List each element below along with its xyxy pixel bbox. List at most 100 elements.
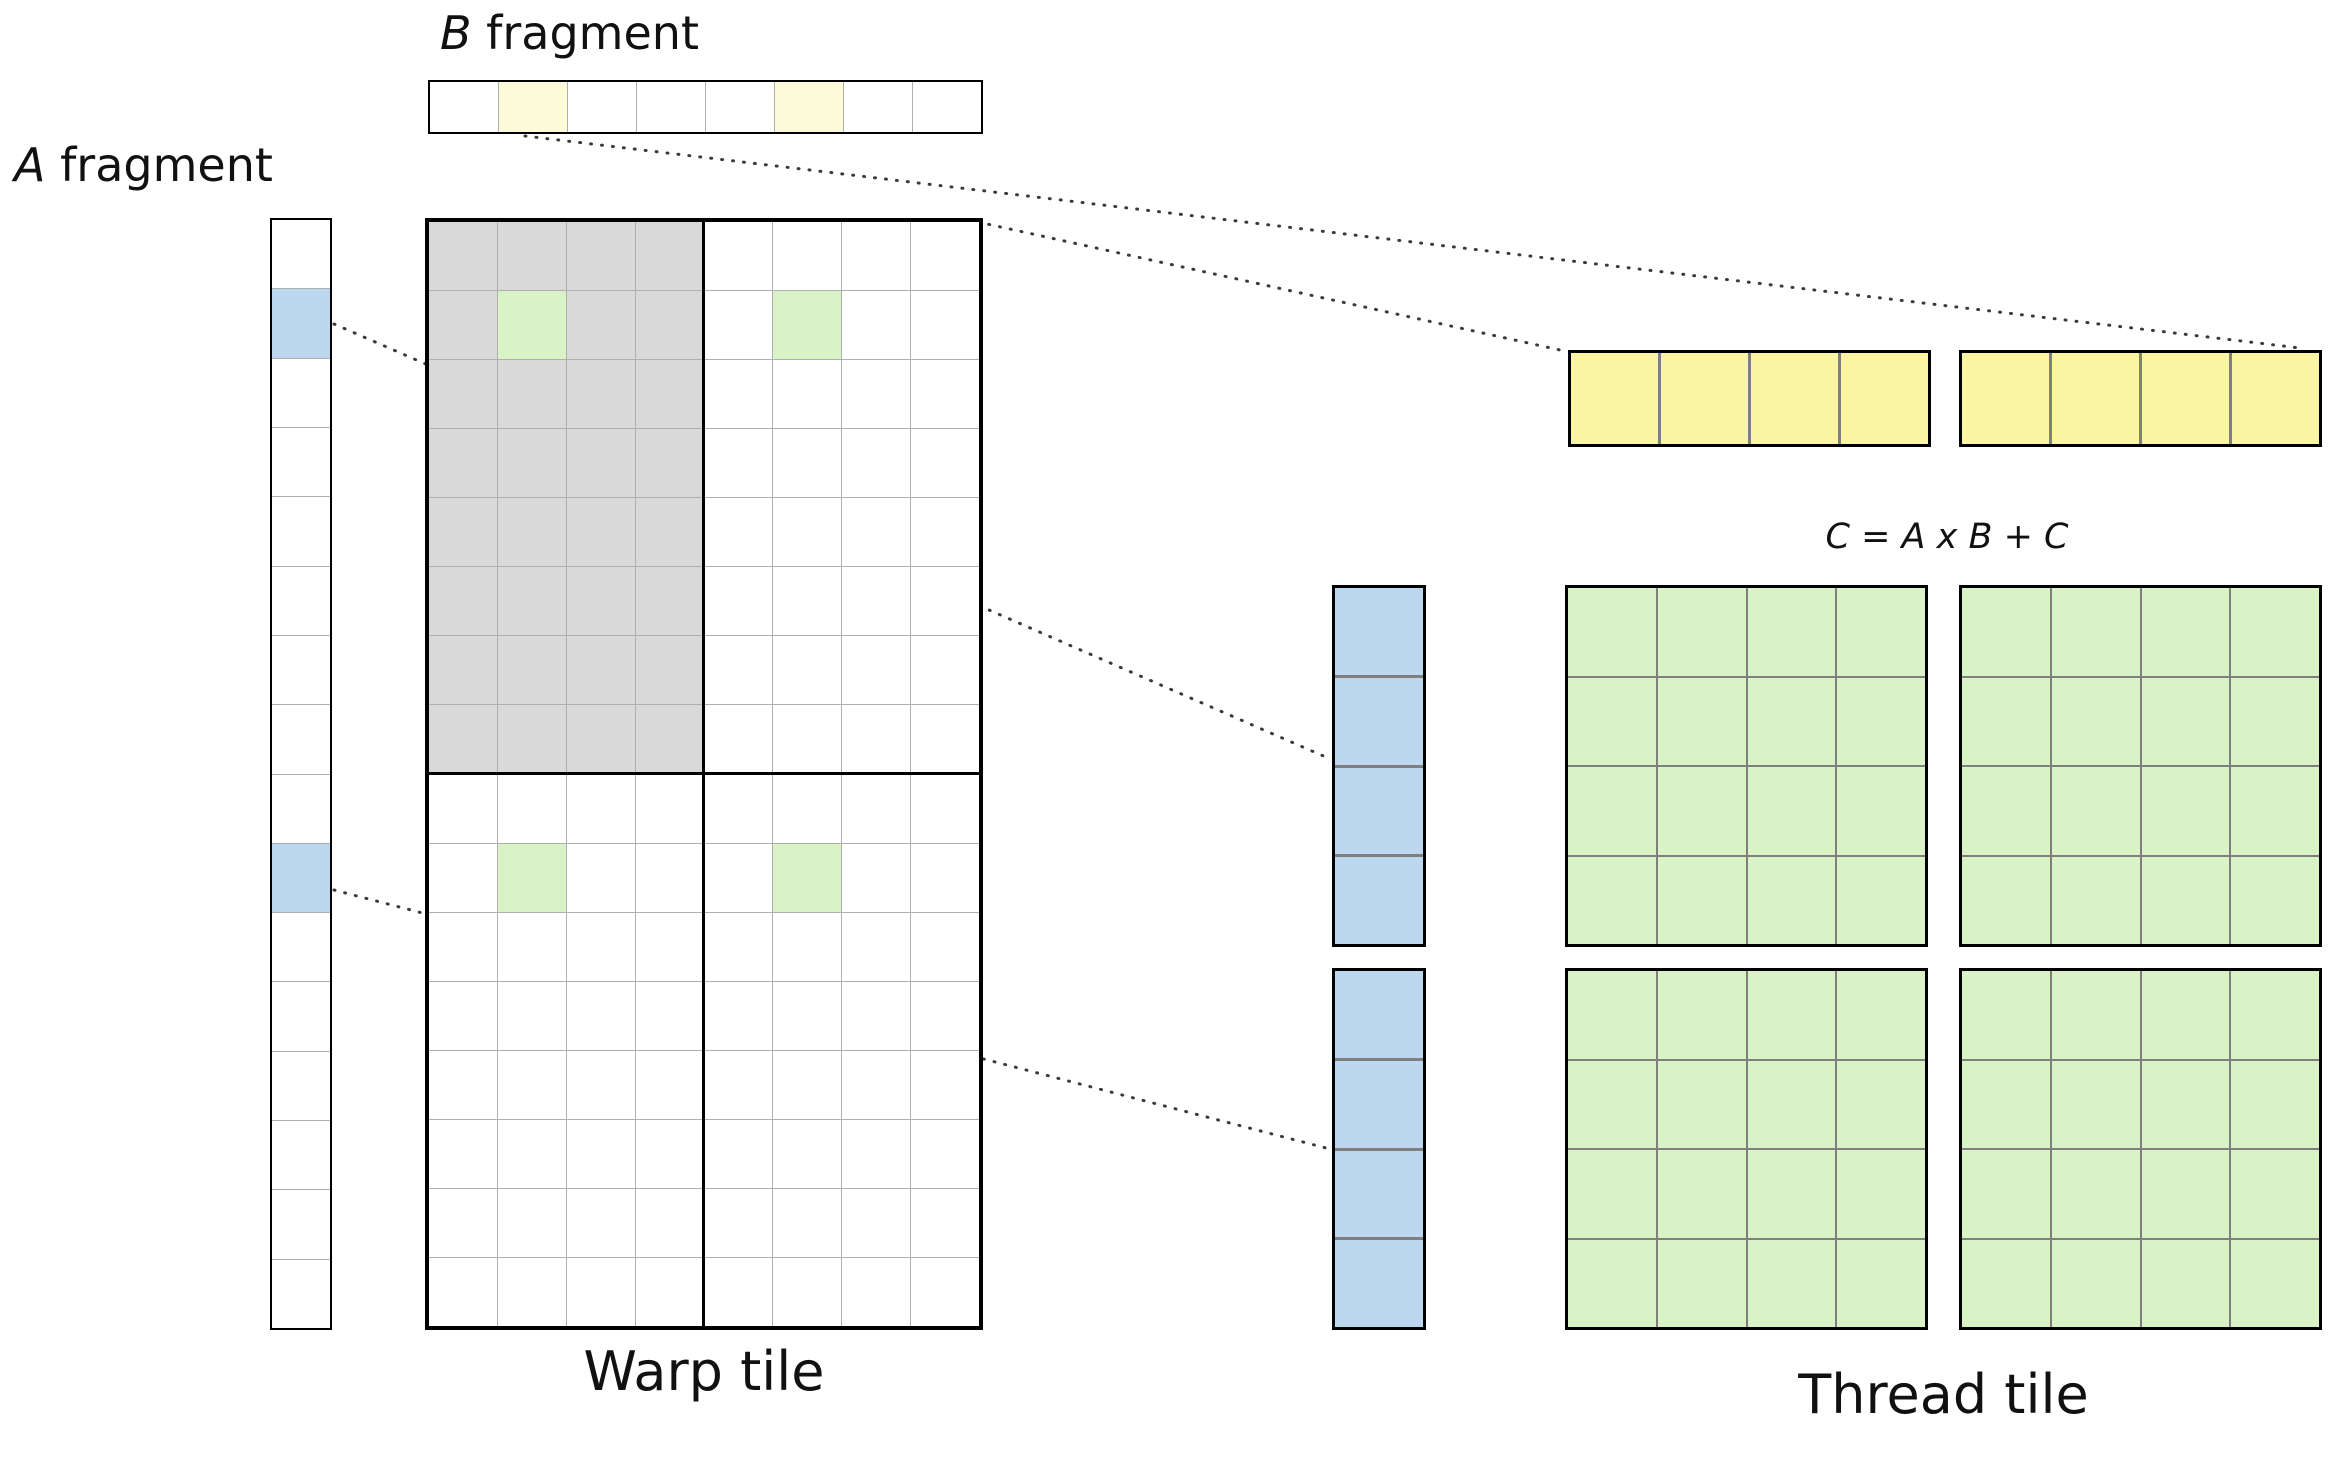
warp_tile-cell-r2c0	[429, 360, 497, 429]
b_thread_strip_right-cell-r0c0	[1962, 353, 2049, 444]
warp_tile-cell-r4c2	[566, 498, 635, 567]
warp_tile-cell-r0c0	[429, 222, 497, 291]
c_thread_tile_bottom_right-cell-r1c2	[2141, 1060, 2230, 1148]
warp_tile-cell-r4c5	[773, 498, 842, 567]
a_fragment_strip-cell-r5c0	[272, 566, 330, 635]
warp_tile-cell-r6c0	[429, 636, 497, 705]
warp_tile-cell-r13c7	[911, 1119, 979, 1188]
warp_tile-cell-r9c3	[635, 843, 704, 912]
a_fragment_strip-cell-r10c0	[272, 913, 330, 982]
warp_tile-cell-r6c3	[635, 636, 704, 705]
b_fragment_strip-cell-r0c6	[844, 82, 912, 132]
c_thread_tile_top_right-cell-r3c1	[2051, 856, 2140, 944]
c_thread_tile_bottom_right-cell-r0c1	[2051, 971, 2140, 1059]
warp_tile-cell-r12c1	[497, 1050, 566, 1119]
warp-tile-label: Warp tile	[583, 1340, 825, 1403]
warp_tile-cell-r5c5	[773, 567, 842, 636]
c_thread_tile_top_right-cell-r0c3	[2231, 588, 2319, 676]
warp_tile-cell-r3c4	[704, 429, 773, 498]
warp_tile-cell-r12c0	[429, 1050, 497, 1119]
warp_tile-cell-r12c3	[635, 1050, 704, 1119]
b_fragment_strip-cell-r0c3	[637, 82, 705, 132]
c_thread_tile_bottom_right-cell-r0c0	[1962, 971, 2050, 1059]
c_thread_tile_bottom_left-cell-r0c2	[1747, 971, 1836, 1059]
warp_tile-cell-r9c1	[497, 843, 566, 912]
warp_tile-cell-r15c4	[704, 1257, 773, 1326]
c_thread_tile_top_right-cell-r2c1	[2051, 767, 2140, 855]
warp_tile-cell-r6c1	[497, 636, 566, 705]
c_thread_tile_bottom_right-cell-r2c2	[2141, 1150, 2230, 1238]
c_thread_tile_top_right-cell-r1c2	[2141, 677, 2230, 765]
a_thread_strip_bottom-cell-r0c0	[1335, 971, 1423, 1058]
c_thread_tile_bottom_right-cell-r1c0	[1962, 1060, 2050, 1148]
warp_tile-cell-r9c4	[704, 843, 773, 912]
a-thread-strip-bottom	[1332, 968, 1426, 1330]
warp_tile-cell-r12c5	[773, 1050, 842, 1119]
warp_tile-cell-r7c6	[842, 705, 911, 774]
c_thread_tile_top_left-cell-r1c2	[1747, 677, 1836, 765]
warp_tile-cell-r0c7	[911, 222, 979, 291]
warp_tile-cell-r8c4	[704, 774, 773, 843]
a_thread_strip_top-cell-r1c0	[1335, 677, 1423, 765]
warp_tile-cell-r0c1	[497, 222, 566, 291]
a_fragment_strip-cell-r9c0	[272, 843, 330, 913]
b_fragment_strip-cell-r0c7	[913, 82, 981, 132]
warp_tile-cell-r6c6	[842, 636, 911, 705]
warp_tile-cell-r3c7	[911, 429, 979, 498]
c_thread_tile_bottom_right-cell-r1c1	[2051, 1060, 2140, 1148]
c_thread_tile_top_left-cell-r0c2	[1747, 588, 1836, 676]
c-thread-tile-top-right	[1959, 585, 2322, 947]
warp_tile-cell-r4c1	[497, 498, 566, 567]
warp_tile-cell-r3c5	[773, 429, 842, 498]
warp_tile-cell-r7c7	[911, 705, 979, 774]
warp_tile-cell-r5c1	[497, 567, 566, 636]
b-fragment-label-italic: B	[440, 6, 472, 60]
warp_tile-cell-r13c4	[704, 1119, 773, 1188]
warp_tile-cell-r14c6	[842, 1188, 911, 1257]
warp_tile-cell-r5c2	[566, 567, 635, 636]
warp_tile-cell-r7c3	[635, 705, 704, 774]
b_fragment_strip-cell-r0c1	[499, 82, 567, 132]
a-thread-strip-top	[1332, 585, 1426, 947]
warp_tile-cell-r14c1	[497, 1188, 566, 1257]
c_thread_tile_top_right-cell-r1c1	[2051, 677, 2140, 765]
warp_tile-cell-r10c2	[566, 912, 635, 981]
warp_tile-cell-r2c5	[773, 360, 842, 429]
warp_tile-cell-r10c3	[635, 912, 704, 981]
warp_tile-cell-r0c6	[842, 222, 911, 291]
a-fragment-label: A fragment	[14, 140, 273, 191]
c-thread-tile-bottom-right	[1959, 968, 2322, 1330]
warp_tile-cell-r8c1	[497, 774, 566, 843]
c_thread_tile_bottom_left-cell-r2c3	[1837, 1150, 1925, 1238]
c_thread_tile_bottom_left-cell-r1c0	[1568, 1060, 1656, 1148]
warp_tile-cell-r12c4	[704, 1050, 773, 1119]
warp_tile-cell-r1c5	[773, 291, 842, 360]
warp_tile-cell-r10c7	[911, 912, 979, 981]
c_thread_tile_bottom_left-cell-r3c0	[1568, 1239, 1656, 1327]
warp_tile-cell-r2c4	[704, 360, 773, 429]
warp_tile-cell-r11c7	[911, 981, 979, 1050]
c_thread_tile_top_right-cell-r2c2	[2141, 767, 2230, 855]
a_fragment_strip-cell-r12c0	[272, 1051, 330, 1121]
c-thread-tile-bottom-left	[1565, 968, 1928, 1330]
warp_tile-cell-r0c3	[635, 222, 704, 291]
c_thread_tile_bottom_right-cell-r0c2	[2141, 971, 2230, 1059]
warp_tile-cell-r8c7	[911, 774, 979, 843]
warp_tile-cell-r15c1	[497, 1257, 566, 1326]
c_thread_tile_bottom_right-cell-r3c0	[1962, 1239, 2050, 1327]
warp_tile-cell-r11c1	[497, 981, 566, 1050]
c_thread_tile_top_left-cell-r2c2	[1747, 767, 1836, 855]
c_thread_tile_bottom_right-cell-r2c1	[2051, 1150, 2140, 1238]
c_thread_tile_bottom_right-cell-r3c1	[2051, 1239, 2140, 1327]
a_fragment_strip-cell-r11c0	[272, 982, 330, 1051]
warp_tile-cell-r7c5	[773, 705, 842, 774]
warp_tile-cell-r2c2	[566, 360, 635, 429]
warp_tile-cell-r14c7	[911, 1188, 979, 1257]
c_thread_tile_top_left-cell-r3c2	[1747, 856, 1836, 944]
c_thread_tile_top_right-cell-r3c3	[2231, 856, 2319, 944]
c_thread_tile_bottom_left-cell-r3c2	[1747, 1239, 1836, 1327]
c_thread_tile_top_left-cell-r0c1	[1657, 588, 1746, 676]
a_thread_strip_bottom-cell-r1c0	[1335, 1060, 1423, 1148]
c_thread_tile_top_left-cell-r3c0	[1568, 856, 1656, 944]
a_fragment_strip-cell-r13c0	[272, 1121, 330, 1190]
